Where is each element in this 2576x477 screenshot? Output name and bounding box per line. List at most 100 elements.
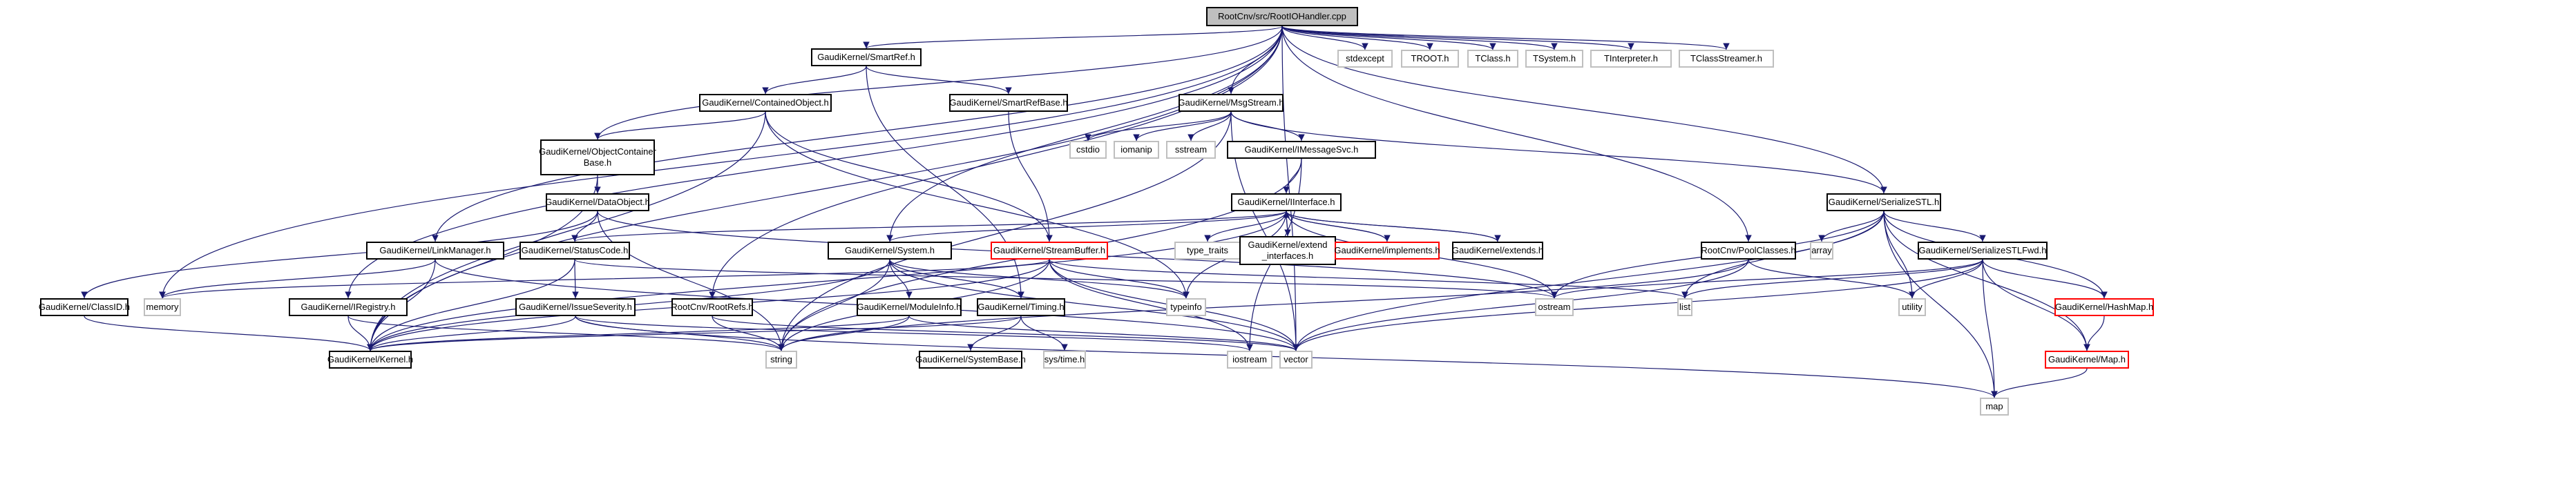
- edge-root-to-objcontbase: [594, 26, 1283, 140]
- graph-node-root[interactable]: RootCnv/src/RootIOHandler.cpp: [1206, 7, 1358, 26]
- edge-smartref-to-smartrefbase: [866, 66, 1012, 95]
- edge-classid-to-kernel: [84, 315, 374, 351]
- edge-serializestlfwd-to-utility: [1909, 259, 1983, 299]
- edge-issueseverity-to-iostream: [575, 315, 1253, 351]
- edge-issueseverity-to-kernel: [367, 315, 576, 351]
- edge-root-to-poolclasses: [1281, 26, 1752, 242]
- graph-node-issueseverity[interactable]: GaudiKernel/IssueSeverity.h: [515, 298, 636, 316]
- graph-node-array: array: [1810, 242, 1833, 260]
- graph-node-serializestl[interactable]: GaudiKernel/SerializeSTL.h: [1826, 193, 1941, 211]
- edge-contained-to-streambuffer: [765, 111, 1053, 242]
- edge-poolclasses-to-string: [778, 259, 1749, 351]
- graph-node-utility: utility: [1898, 298, 1926, 316]
- edge-msgstream-to-serializestl: [1230, 111, 1887, 194]
- graph-node-typeinfo: typeinfo: [1166, 298, 1206, 316]
- edge-map_h-to-map: [1991, 368, 2088, 398]
- edge-root-to-smartref: [863, 26, 1283, 49]
- graph-node-extends[interactable]: GaudiKernel/extends.h: [1452, 242, 1543, 260]
- graph-node-streambuffer[interactable]: GaudiKernel/StreamBuffer.h: [991, 242, 1108, 260]
- edge-serializestlfwd-to-map_h: [1982, 259, 2090, 351]
- edge-rootrefs-to-vector: [712, 315, 1299, 351]
- graph-node-systembase[interactable]: GaudiKernel/SystemBase.h: [915, 351, 1026, 369]
- edge-root-to-tclass: [1281, 26, 1496, 50]
- graph-node-tclass: TClass.h: [1467, 50, 1518, 68]
- graph-node-systime: sys/time.h: [1043, 351, 1086, 369]
- graph-node-hashmap[interactable]: GaudiKernel/HashMap.h: [2054, 298, 2154, 316]
- graph-node-moduleinfo[interactable]: GaudiKernel/ModuleInfo.h: [857, 298, 962, 316]
- edge-msgstream-to-sstream: [1187, 111, 1232, 142]
- edge-root-to-tsystem: [1281, 26, 1558, 50]
- graph-node-troot: TROOT.h: [1401, 50, 1459, 68]
- edge-iregistry-to-string: [347, 315, 785, 351]
- edge-statuscode-to-kernel: [367, 259, 575, 351]
- graph-node-extendif[interactable]: GaudiKernel/extend _interfaces.h: [1239, 236, 1336, 265]
- edge-root-to-serializestl: [1281, 26, 1887, 194]
- edge-linkmanager-to-memory: [159, 259, 436, 299]
- edge-timing-to-systime: [1020, 315, 1068, 351]
- graph-node-poolclasses[interactable]: RootCnv/PoolClasses.h: [1701, 242, 1796, 260]
- edge-root-to-vector: [1281, 26, 1299, 351]
- graph-node-stdexcept: stdexcept: [1337, 50, 1393, 68]
- edge-timing-to-systembase: [967, 315, 1022, 351]
- edge-root-to-tclassstreamer: [1281, 26, 1730, 50]
- graph-node-iinterface[interactable]: GaudiKernel/IInterface.h: [1231, 193, 1342, 211]
- graph-node-dataobject[interactable]: GaudiKernel/DataObject.h: [545, 193, 650, 211]
- edge-smartref-to-contained: [762, 66, 867, 95]
- edge-system-to-moduleinfo: [889, 259, 913, 299]
- edge-streambuffer-to-iostream: [1049, 259, 1253, 351]
- edge-streambuffer-to-memory: [159, 259, 1050, 299]
- edge-poolclasses-to-vector: [1292, 259, 1749, 351]
- graph-node-iostream: iostream: [1227, 351, 1272, 369]
- graph-node-memory: memory: [144, 298, 181, 316]
- edge-streambuffer-to-typeinfo: [1049, 259, 1190, 299]
- graph-node-linkmanager[interactable]: GaudiKernel/LinkManager.h: [366, 242, 504, 260]
- edge-msgstream-to-imessagesvc: [1230, 111, 1305, 142]
- graph-node-map: map: [1980, 398, 2009, 416]
- graph-node-map-h[interactable]: GaudiKernel/Map.h: [2045, 351, 2129, 369]
- edge-iinterface-to-statuscode: [571, 211, 1287, 242]
- graph-node-tsystem: TSystem.h: [1525, 50, 1583, 68]
- graph-node-cstdio: cstdio: [1069, 141, 1107, 159]
- graph-node-rootrefs[interactable]: RootCnv/RootRefs.h: [671, 298, 754, 316]
- edge-iinterface-to-kernel: [367, 211, 1287, 351]
- edge-streambuffer-to-list: [1049, 259, 1688, 299]
- graph-node-contained[interactable]: GaudiKernel/ContainedObject.h: [699, 94, 832, 112]
- edge-serializestlfwd-to-map: [1982, 259, 1998, 398]
- graph-node-system[interactable]: GaudiKernel/System.h: [828, 242, 952, 260]
- edge-msgstream-to-cstdio: [1085, 111, 1232, 142]
- graph-node-imessagesvc[interactable]: GaudiKernel/IMessageSvc.h: [1227, 141, 1376, 159]
- graph-node-type-traits: type_traits: [1174, 242, 1241, 260]
- graph-node-tinterp: TInterpreter.h: [1590, 50, 1672, 68]
- edge-moduleinfo-to-kernel: [367, 315, 910, 351]
- edge-system-to-string: [778, 259, 890, 351]
- graph-node-serializestlfwd[interactable]: GaudiKernel/SerializeSTLFwd.h: [1918, 242, 2048, 260]
- edge-extends-to-iinterface: [1283, 211, 1498, 242]
- edge-msgstream-to-iomanip: [1133, 111, 1232, 142]
- graph-node-iregistry[interactable]: GaudiKernel/IRegistry.h: [289, 298, 408, 316]
- graph-node-msgstream[interactable]: GaudiKernel/MsgStream.h: [1178, 94, 1284, 112]
- graph-node-sstream: sstream: [1166, 141, 1216, 159]
- edge-iinterface-to-system: [886, 211, 1287, 242]
- edge-system-to-vector: [889, 259, 1299, 351]
- edge-serializestlfwd-to-ostream: [1551, 259, 1983, 299]
- edge-hashmap-to-map_h: [2083, 315, 2105, 351]
- graph-node-objcontbase[interactable]: GaudiKernel/ObjectContainer Base.h: [539, 139, 656, 175]
- graph-node-smartref[interactable]: GaudiKernel/SmartRef.h: [811, 48, 922, 66]
- graph-node-kernel[interactable]: GaudiKernel/Kernel.h: [327, 351, 413, 369]
- edge-implements-to-iinterface: [1283, 211, 1388, 242]
- graph-node-implements[interactable]: GaudiKernel/implements.h: [1334, 242, 1440, 260]
- edge-root-to-troot: [1281, 26, 1433, 50]
- edge-contained-to-typeinfo: [765, 111, 1190, 299]
- edge-serializestl-to-map_h: [1883, 211, 2090, 351]
- graph-node-classid[interactable]: GaudiKernel/ClassID.h: [39, 298, 130, 316]
- edge-serializestl-to-array: [1818, 211, 1885, 242]
- edge-serializestl-to-vector: [1292, 211, 1885, 351]
- graph-node-smartrefbase[interactable]: GaudiKernel/SmartRefBase.h: [949, 94, 1068, 112]
- graph-node-statuscode[interactable]: GaudiKernel/StatusCode.h: [519, 242, 630, 260]
- edge-serializestl-to-map: [1883, 211, 1998, 398]
- edge-system-to-timing: [889, 259, 1024, 299]
- graph-node-timing[interactable]: GaudiKernel/Timing.h: [977, 298, 1065, 316]
- edge-root-to-rootrefs: [709, 26, 1283, 299]
- edge-root-to-tinterp: [1281, 26, 1634, 50]
